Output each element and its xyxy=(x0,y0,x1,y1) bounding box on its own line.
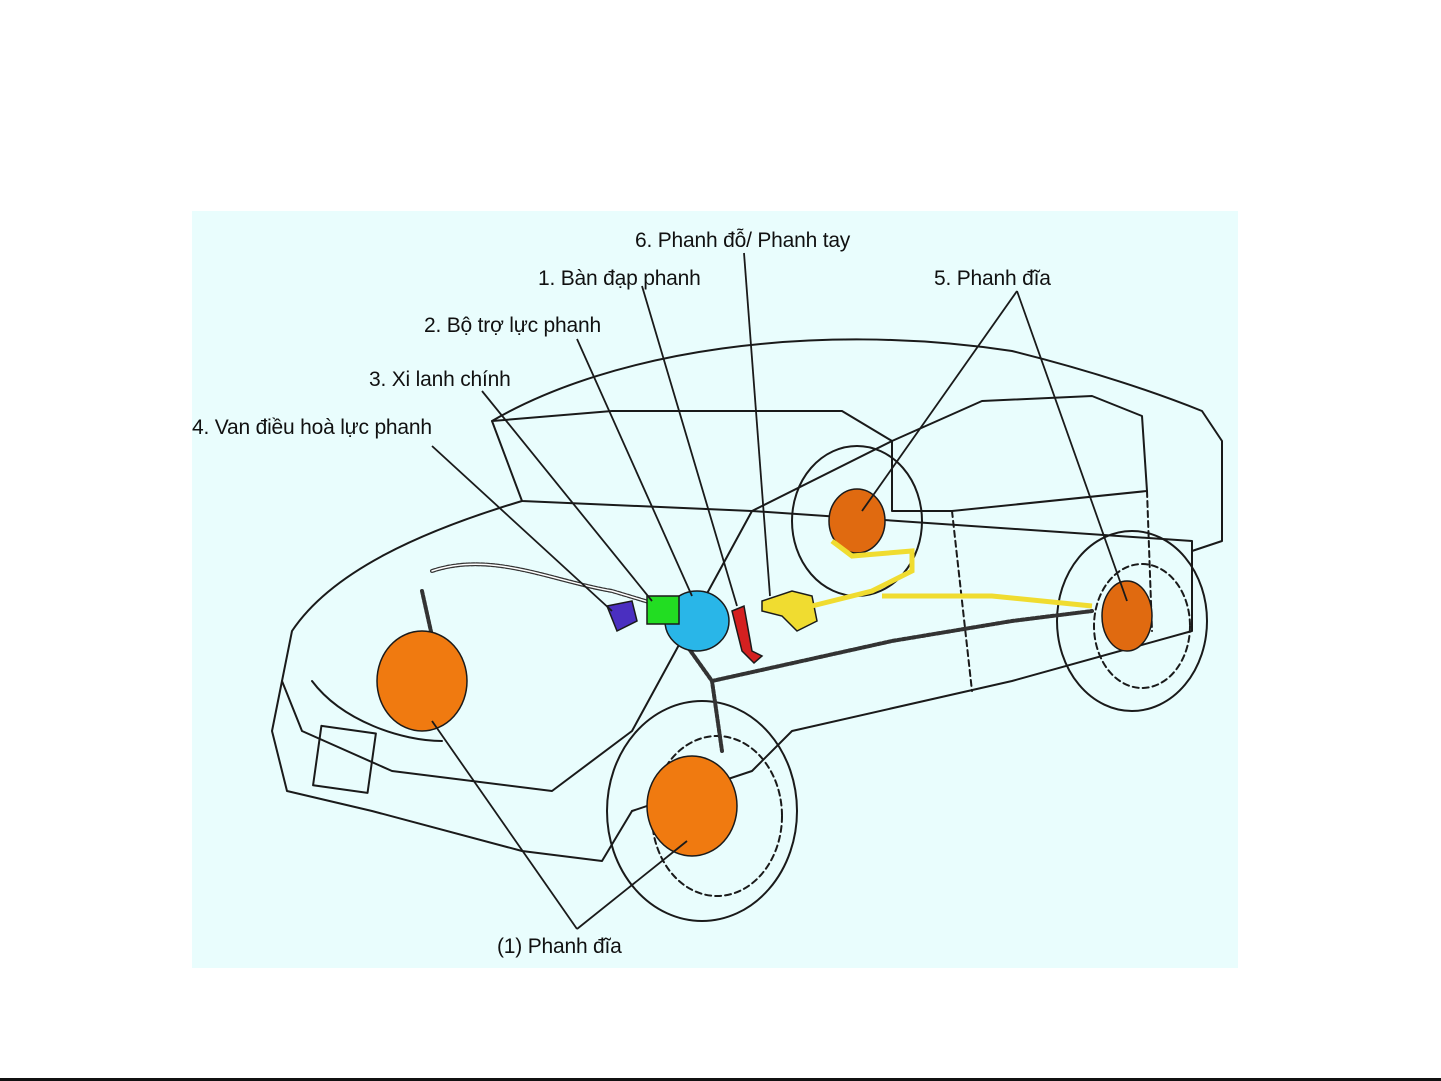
car-front-bumper xyxy=(271,680,633,862)
car-roof-outline xyxy=(491,338,1223,552)
license-plate xyxy=(312,724,377,794)
car-illustration xyxy=(271,252,1223,930)
leader-brake-booster xyxy=(576,338,693,597)
label-master-cylinder: 3. Xi lanh chính xyxy=(369,368,511,391)
leader-front-disc-right xyxy=(431,720,578,930)
label-front-disc-brake: (1) Phanh đĩa xyxy=(497,935,622,958)
leader-parking-brake xyxy=(743,252,771,597)
parking-brake-mechanism xyxy=(761,590,818,632)
rear-right-wheel xyxy=(1056,530,1208,712)
leader-proportioning-valve xyxy=(431,445,613,612)
rear-left-disc-brake xyxy=(828,488,886,554)
leader-brake-pedal xyxy=(641,285,738,607)
parking-brake-cable xyxy=(811,539,1093,609)
car-grille xyxy=(311,680,443,742)
car-side-windows xyxy=(891,395,1148,512)
brake-pedal-shape xyxy=(731,604,764,665)
label-brake-booster: 2. Bộ trợ lực phanh xyxy=(424,314,601,337)
leader-rear-disc-left xyxy=(861,290,1018,512)
label-parking-brake: 6. Phanh đỗ/ Phanh tay xyxy=(635,229,851,252)
front-right-disc-brake xyxy=(376,630,468,732)
car-hood xyxy=(281,500,753,792)
car-side-lower xyxy=(631,510,1193,812)
leader-rear-disc-right xyxy=(1016,290,1128,602)
leader-front-disc-left xyxy=(576,840,688,930)
label-brake-pedal: 1. Bàn đạp phanh xyxy=(538,267,701,290)
car-windshield xyxy=(491,410,893,512)
leader-master-cylinder xyxy=(481,390,653,602)
brake-system-figure: 6. Phanh đỗ/ Phanh tay 1. Bàn đạp phanh … xyxy=(192,211,1238,968)
label-rear-disc-brake: 5. Phanh đĩa xyxy=(934,267,1051,290)
front-left-wheel-inner xyxy=(651,735,783,897)
label-proportioning-valve: 4. Van điều hoà lực phanh xyxy=(192,416,432,439)
front-left-wheel xyxy=(606,700,798,922)
front-left-disc-brake xyxy=(646,755,738,857)
rear-right-wheel-inner xyxy=(1093,563,1191,689)
brake-line-front-outline xyxy=(431,563,663,607)
rear-right-disc-brake xyxy=(1101,580,1153,652)
bottom-rule xyxy=(0,1078,1441,1081)
proportioning-valve-shape xyxy=(605,600,638,633)
